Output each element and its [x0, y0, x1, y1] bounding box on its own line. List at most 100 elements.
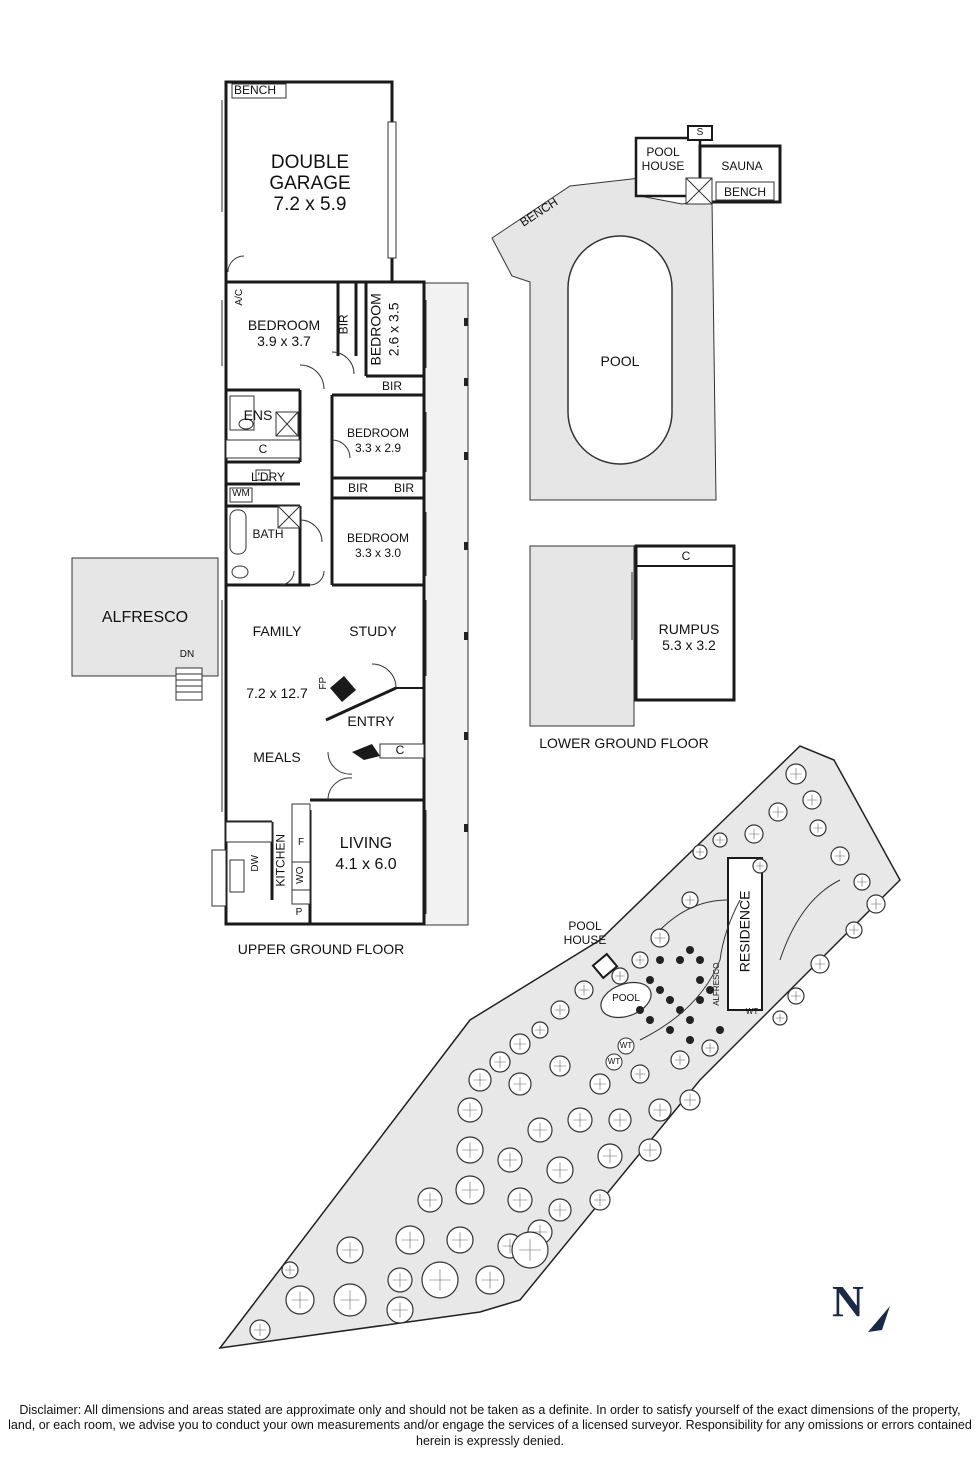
- rumpus-size: 5.3 x 3.2: [662, 637, 716, 653]
- site-wt-label-2: WT: [607, 1057, 621, 1066]
- site-tree-branch: [342, 1242, 358, 1258]
- site-tree-branch: [462, 1102, 478, 1118]
- site-shrub: [656, 986, 664, 994]
- bedroom4-size: 3.3 x 3.0: [354, 546, 402, 560]
- rumpus-walls: [634, 544, 736, 702]
- site-tree-branch: [578, 984, 590, 996]
- rumpus-deck: [529, 545, 635, 727]
- family-label: FAMILY: [252, 623, 302, 639]
- north-arrow: [868, 1306, 890, 1332]
- disclaimer-text: Disclaimer: All dimensions and areas sta…: [8, 1403, 972, 1448]
- site-tree-branch: [535, 1025, 545, 1035]
- site-paths: [639, 879, 841, 1041]
- meals-label: MEALS: [253, 749, 301, 765]
- site-tree-branch: [772, 806, 784, 818]
- site-tree-branch: [775, 1013, 785, 1023]
- site-tree-branch: [473, 1073, 487, 1087]
- site-shrub: [696, 956, 704, 964]
- site-tree-branch: [512, 1192, 528, 1208]
- site-shrub: [666, 996, 674, 1004]
- living-size: 4.1 x 6.0: [335, 856, 397, 873]
- wm-label: WM: [232, 488, 250, 499]
- rumpus-name: RUMPUS: [658, 621, 720, 637]
- sauna-label: SAUNA: [721, 159, 763, 173]
- site-tree-branch: [615, 971, 625, 981]
- site-tree-branch: [494, 1056, 506, 1068]
- upper-floor-label: UPPER GROUND FLOOR: [237, 941, 405, 957]
- f-label: F: [297, 837, 305, 848]
- kitchen-label: KITCHEN: [273, 833, 288, 887]
- site-tree-branch: [461, 1181, 479, 1199]
- site-shrub: [686, 1016, 694, 1024]
- site-tree-branch: [755, 861, 765, 871]
- site-shrub: [666, 1026, 674, 1034]
- site-tree-branch: [674, 1054, 686, 1066]
- north-label: N: [832, 1277, 864, 1326]
- site-tree-branch: [654, 932, 666, 944]
- site-pool-house-2: HOUSE: [563, 933, 607, 947]
- site-shrub: [696, 976, 704, 984]
- bir-label-1: BIR: [336, 314, 351, 335]
- site-tree-branch: [392, 1302, 408, 1318]
- alfresco-label: ALFRESCO: [101, 609, 189, 626]
- pool-house-label-2: HOUSE: [641, 159, 685, 173]
- site-shrub: [676, 956, 684, 964]
- entry-label: ENTRY: [347, 713, 395, 729]
- garage-name-2: GARAGE: [269, 173, 351, 194]
- site-tree-branch: [695, 847, 705, 857]
- site-shrub: [646, 976, 654, 984]
- site-tree-branch: [870, 898, 882, 910]
- ac-label: A/C: [233, 288, 245, 306]
- site-tree-branch: [653, 1103, 667, 1117]
- site-residence: [727, 857, 763, 1011]
- site-shrub: [686, 946, 694, 954]
- site-wt-label-1: WT: [619, 1041, 633, 1050]
- site-tree-branch: [554, 1004, 566, 1016]
- site-tree-branch: [392, 1272, 408, 1288]
- site-tree-branch: [791, 991, 801, 1001]
- study-label: STUDY: [349, 623, 397, 639]
- garage-size: 7.2 x 5.9: [273, 194, 347, 215]
- garage-door: [387, 121, 397, 259]
- site-tree-branch: [340, 1290, 360, 1310]
- site-tree-branch: [813, 823, 823, 833]
- site-tree-branch: [401, 1231, 419, 1249]
- site-shrub: [706, 986, 714, 994]
- site-tree-branch: [814, 958, 826, 970]
- verandah: [423, 282, 469, 926]
- garage-bench: [231, 83, 287, 99]
- dw-label: DW: [249, 854, 261, 872]
- site-tree-branch: [452, 1232, 468, 1248]
- site-tree-branch: [552, 1162, 568, 1178]
- alfresco-stairs: [175, 667, 203, 701]
- alfresco-deck: [71, 557, 219, 677]
- laundry-label: L'DRY: [250, 470, 286, 484]
- site-tree-branch: [513, 1077, 527, 1091]
- site-tree-branch: [254, 1324, 266, 1336]
- entry-c-label: C: [395, 743, 405, 757]
- garage-walls: [224, 80, 394, 284]
- site-tree-branch: [502, 1152, 518, 1168]
- site-tree-branch: [291, 1291, 309, 1309]
- site-shrub: [696, 996, 704, 1004]
- site-tree-branch: [422, 1192, 438, 1208]
- bir-label-3: BIR: [347, 481, 368, 495]
- fp-label: FP: [317, 676, 329, 690]
- site-tree-branch: [481, 1271, 499, 1289]
- living-name: LIVING: [339, 835, 393, 852]
- site-tree-branch: [849, 925, 859, 935]
- bedroom2-size: 2.6 x 3.5: [385, 302, 402, 357]
- site-wt-label-3: WT: [745, 1007, 759, 1016]
- site-shrub: [676, 1006, 684, 1014]
- wo-label: WO: [294, 866, 306, 884]
- site-tree-branch: [594, 1194, 606, 1206]
- fireplace: [330, 676, 356, 702]
- site-tree-branch: [685, 895, 695, 905]
- site-tree-branch: [834, 850, 846, 862]
- bir-label-4: BIR: [393, 481, 414, 495]
- site-tree-branch: [790, 768, 802, 780]
- lower-floor-label: LOWER GROUND FLOOR: [539, 735, 709, 751]
- bedroom3-size: 3.3 x 2.9: [354, 441, 402, 455]
- rumpus-c-label: C: [681, 549, 691, 563]
- site-pool-house-1: POOL: [568, 919, 602, 933]
